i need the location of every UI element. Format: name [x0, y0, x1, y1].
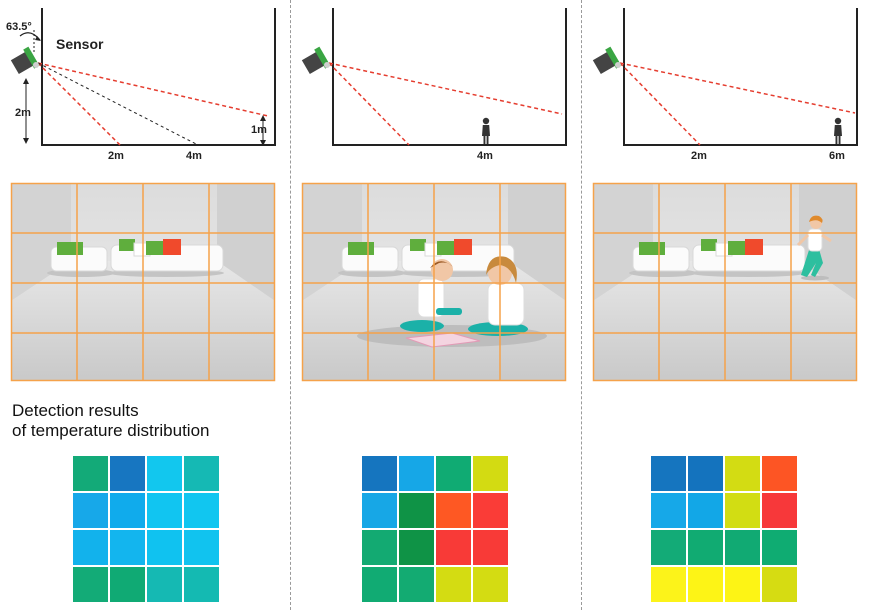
heatmap-empty-room [72, 455, 220, 603]
side-view-panel-3: 2m 6m [592, 8, 858, 162]
heatmap-cell [435, 455, 472, 492]
person-icon [834, 117, 842, 144]
detection-results-caption: Detection results of temperature distrib… [12, 401, 210, 441]
distance-label: 4m [186, 150, 202, 162]
heatmap-cell [109, 529, 146, 566]
heatmap-cell [146, 566, 183, 603]
heatmap-cell [650, 529, 687, 566]
person-icon [482, 117, 490, 144]
heatmap-cell [146, 492, 183, 529]
heatmap-cell [761, 455, 798, 492]
distance-label: 6m [829, 150, 845, 162]
heatmap-cell [183, 455, 220, 492]
beam-far [619, 62, 856, 114]
heatmap-cell [472, 455, 509, 492]
heatmap-cell [724, 566, 761, 603]
beam-far [328, 62, 563, 115]
heatmap-cell [472, 529, 509, 566]
heatmap-cell [724, 529, 761, 566]
beam-center [37, 62, 199, 146]
heatmap-cell [761, 566, 798, 603]
heatmap-cell [72, 566, 109, 603]
heatmap-cell [361, 492, 398, 529]
heatmap-cell [724, 455, 761, 492]
heatmap-cell [650, 492, 687, 529]
heatmap-cell [183, 566, 220, 603]
distance-label: 4m [477, 150, 493, 162]
child-figure [400, 259, 462, 332]
heatmap-cell [435, 492, 472, 529]
child-figure [796, 215, 832, 281]
side-view-diagrams: 63.5° Sensor 2m 1m 2m 4m 4m 2m 6m [6, 8, 858, 162]
panel-separator-2 [581, 0, 582, 610]
heatmap-cell [398, 455, 435, 492]
heatmap-cell [146, 455, 183, 492]
heatmap-cell [183, 529, 220, 566]
heatmap-cell [398, 492, 435, 529]
heatmap-cell [687, 566, 724, 603]
room-walking-child [592, 182, 858, 382]
heatmap-cell [687, 492, 724, 529]
side-view-panel-2: 4m [301, 8, 567, 162]
heatmap-cell [146, 529, 183, 566]
beam-near [328, 62, 410, 146]
heatmap-cell [761, 529, 798, 566]
beam-far [37, 62, 269, 117]
heatmap-cell [183, 492, 220, 529]
heatmap-cell [761, 492, 798, 529]
heatmap-cell [650, 566, 687, 603]
room-two-children [301, 182, 567, 382]
beam-near [37, 62, 121, 146]
room-empty [10, 182, 276, 382]
side-view-panel-1: 63.5° Sensor 2m 1m 2m 4m [6, 8, 276, 162]
heatmap-cell [109, 566, 146, 603]
caption-line-1: Detection results [12, 401, 139, 420]
heatmap-cell [687, 529, 724, 566]
heatmap-cell [435, 566, 472, 603]
heatmap-cell [361, 529, 398, 566]
room-illustrations [10, 182, 858, 382]
panel-separator-1 [290, 0, 291, 610]
angle-label: 63.5° [6, 21, 32, 33]
heatmap-cell [724, 492, 761, 529]
distance-label: 2m [108, 150, 124, 162]
target-height-label: 1m [251, 124, 267, 136]
heatmap-cell [72, 492, 109, 529]
caption-line-2: of temperature distribution [12, 421, 210, 440]
heatmap-cell [109, 492, 146, 529]
heatmap-cell [109, 455, 146, 492]
heatmap-cell [398, 529, 435, 566]
heatmap-cell [435, 529, 472, 566]
sensor-label: Sensor [56, 36, 104, 52]
heatmap-cell [72, 529, 109, 566]
sensor-icon [301, 46, 331, 75]
sensor-icon [592, 46, 622, 75]
heatmap-cell [472, 492, 509, 529]
heatmap-cell [361, 455, 398, 492]
heatmap-cell [398, 566, 435, 603]
beam-near [619, 62, 701, 146]
height-label: 2m [15, 107, 31, 119]
heatmap-cell [72, 455, 109, 492]
book-icon [405, 332, 481, 348]
heatmap-two-children [361, 455, 509, 603]
heatmap-cell [687, 455, 724, 492]
heatmap-cell [361, 566, 398, 603]
heatmap-cell [472, 566, 509, 603]
heatmap-cell [650, 455, 687, 492]
sensor-icon [10, 46, 40, 75]
heatmap-walking-child [650, 455, 798, 603]
distance-label: 2m [691, 150, 707, 162]
